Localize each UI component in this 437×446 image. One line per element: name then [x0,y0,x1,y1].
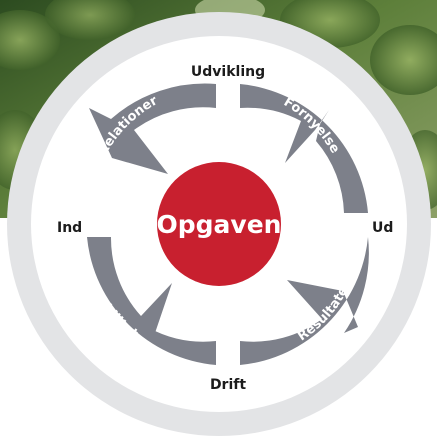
pole-right-label: Ud [372,220,393,236]
center-circle [157,162,281,286]
pole-bottom-label: Drift [210,377,246,393]
arrow-stabilitet [87,237,216,365]
quadrant-arrows [87,83,369,365]
arrow-fornyelse [240,84,368,213]
pole-top-label: Udvikling [191,64,265,80]
arrow-resultater [240,237,369,365]
arrow-relationer [89,83,216,174]
pole-left-label: Ind [57,220,82,236]
center-label: Opgaven [157,210,282,239]
